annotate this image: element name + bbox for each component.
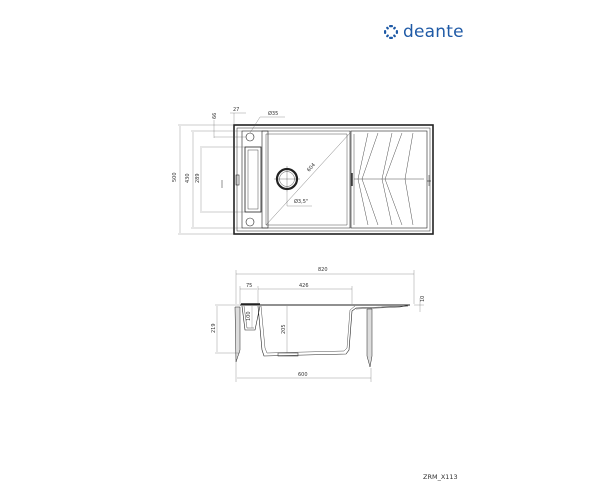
dim-rim-to-bowl: 75	[246, 283, 252, 289]
dim-tap-offset: 27	[233, 107, 239, 113]
side-view-dimensions	[215, 270, 424, 382]
top-view-labels: 500 430 289 66 27 Ø35 604 Ø3,5"	[172, 107, 317, 205]
dim-total-height: 219	[211, 323, 217, 333]
brand-name: deante	[403, 22, 464, 42]
dim-shelf-depth: 100	[246, 311, 252, 321]
deante-logo: deante	[384, 22, 464, 42]
dim-inner-depth: 430	[185, 173, 191, 183]
top-view-dimensions	[178, 112, 312, 235]
dim-handle-depth: 289	[195, 173, 201, 183]
side-view	[234, 303, 411, 368]
dim-cabinet-width: 600	[298, 372, 308, 378]
dim-overall-width: 820	[318, 267, 328, 273]
document-code: ZRM_X113	[423, 473, 458, 481]
dim-drain-diameter: Ø3,5"	[294, 198, 308, 205]
top-view	[221, 124, 434, 235]
dim-edge-offset: 66	[212, 113, 218, 119]
side-view-labels: 820 75 426 10 219 205 100 600	[211, 267, 426, 378]
logo-mark-icon	[384, 25, 398, 39]
dim-tap-diameter: Ø35	[268, 110, 278, 117]
dim-bowl-depth: 205	[281, 324, 287, 334]
dim-overall-depth: 500	[172, 172, 178, 182]
dim-diagonal: 604	[306, 162, 317, 173]
dim-bowl-width: 426	[299, 283, 309, 289]
dim-drainer-thickness: 10	[420, 296, 426, 302]
